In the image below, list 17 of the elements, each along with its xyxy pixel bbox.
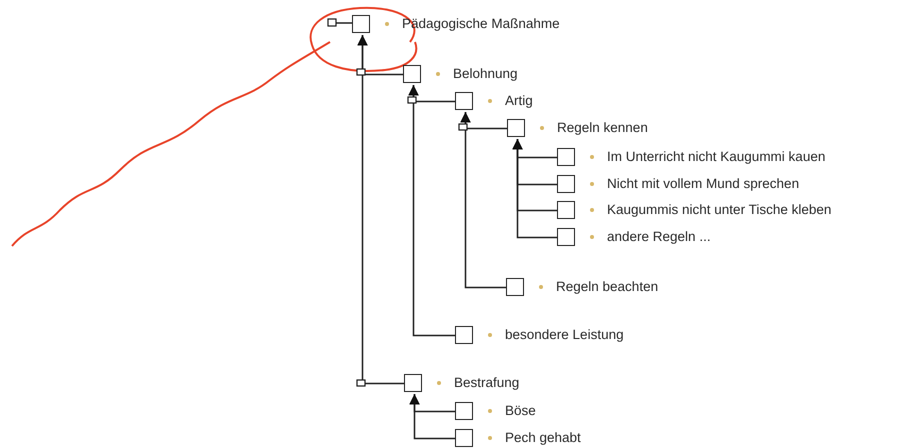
node-label: Böse: [505, 403, 536, 418]
node-label: Artig: [505, 93, 533, 108]
node-label: Pech gehabt: [505, 430, 581, 445]
node-label: Im Unterricht nicht Kaugummi kauen: [607, 149, 826, 164]
node-label: Nicht mit vollem Mund sprechen: [607, 176, 800, 191]
node-label: Regeln beachten: [556, 279, 658, 294]
node-label: Bestrafung: [454, 375, 520, 390]
node-label: Kaugummis nicht unter Tische kleben: [607, 202, 832, 217]
node-label: besondere Leistung: [505, 327, 624, 342]
connector-arrow: [408, 85, 455, 336]
node-label: Belohnung: [453, 66, 518, 81]
connector-arrow: [460, 112, 506, 288]
node-label: andere Regeln ...: [607, 229, 711, 244]
connector-arrow: [409, 394, 455, 440]
connector-arrow: [512, 139, 557, 238]
connector-arrow: [357, 35, 404, 384]
node-label: Regeln kennen: [557, 120, 648, 135]
